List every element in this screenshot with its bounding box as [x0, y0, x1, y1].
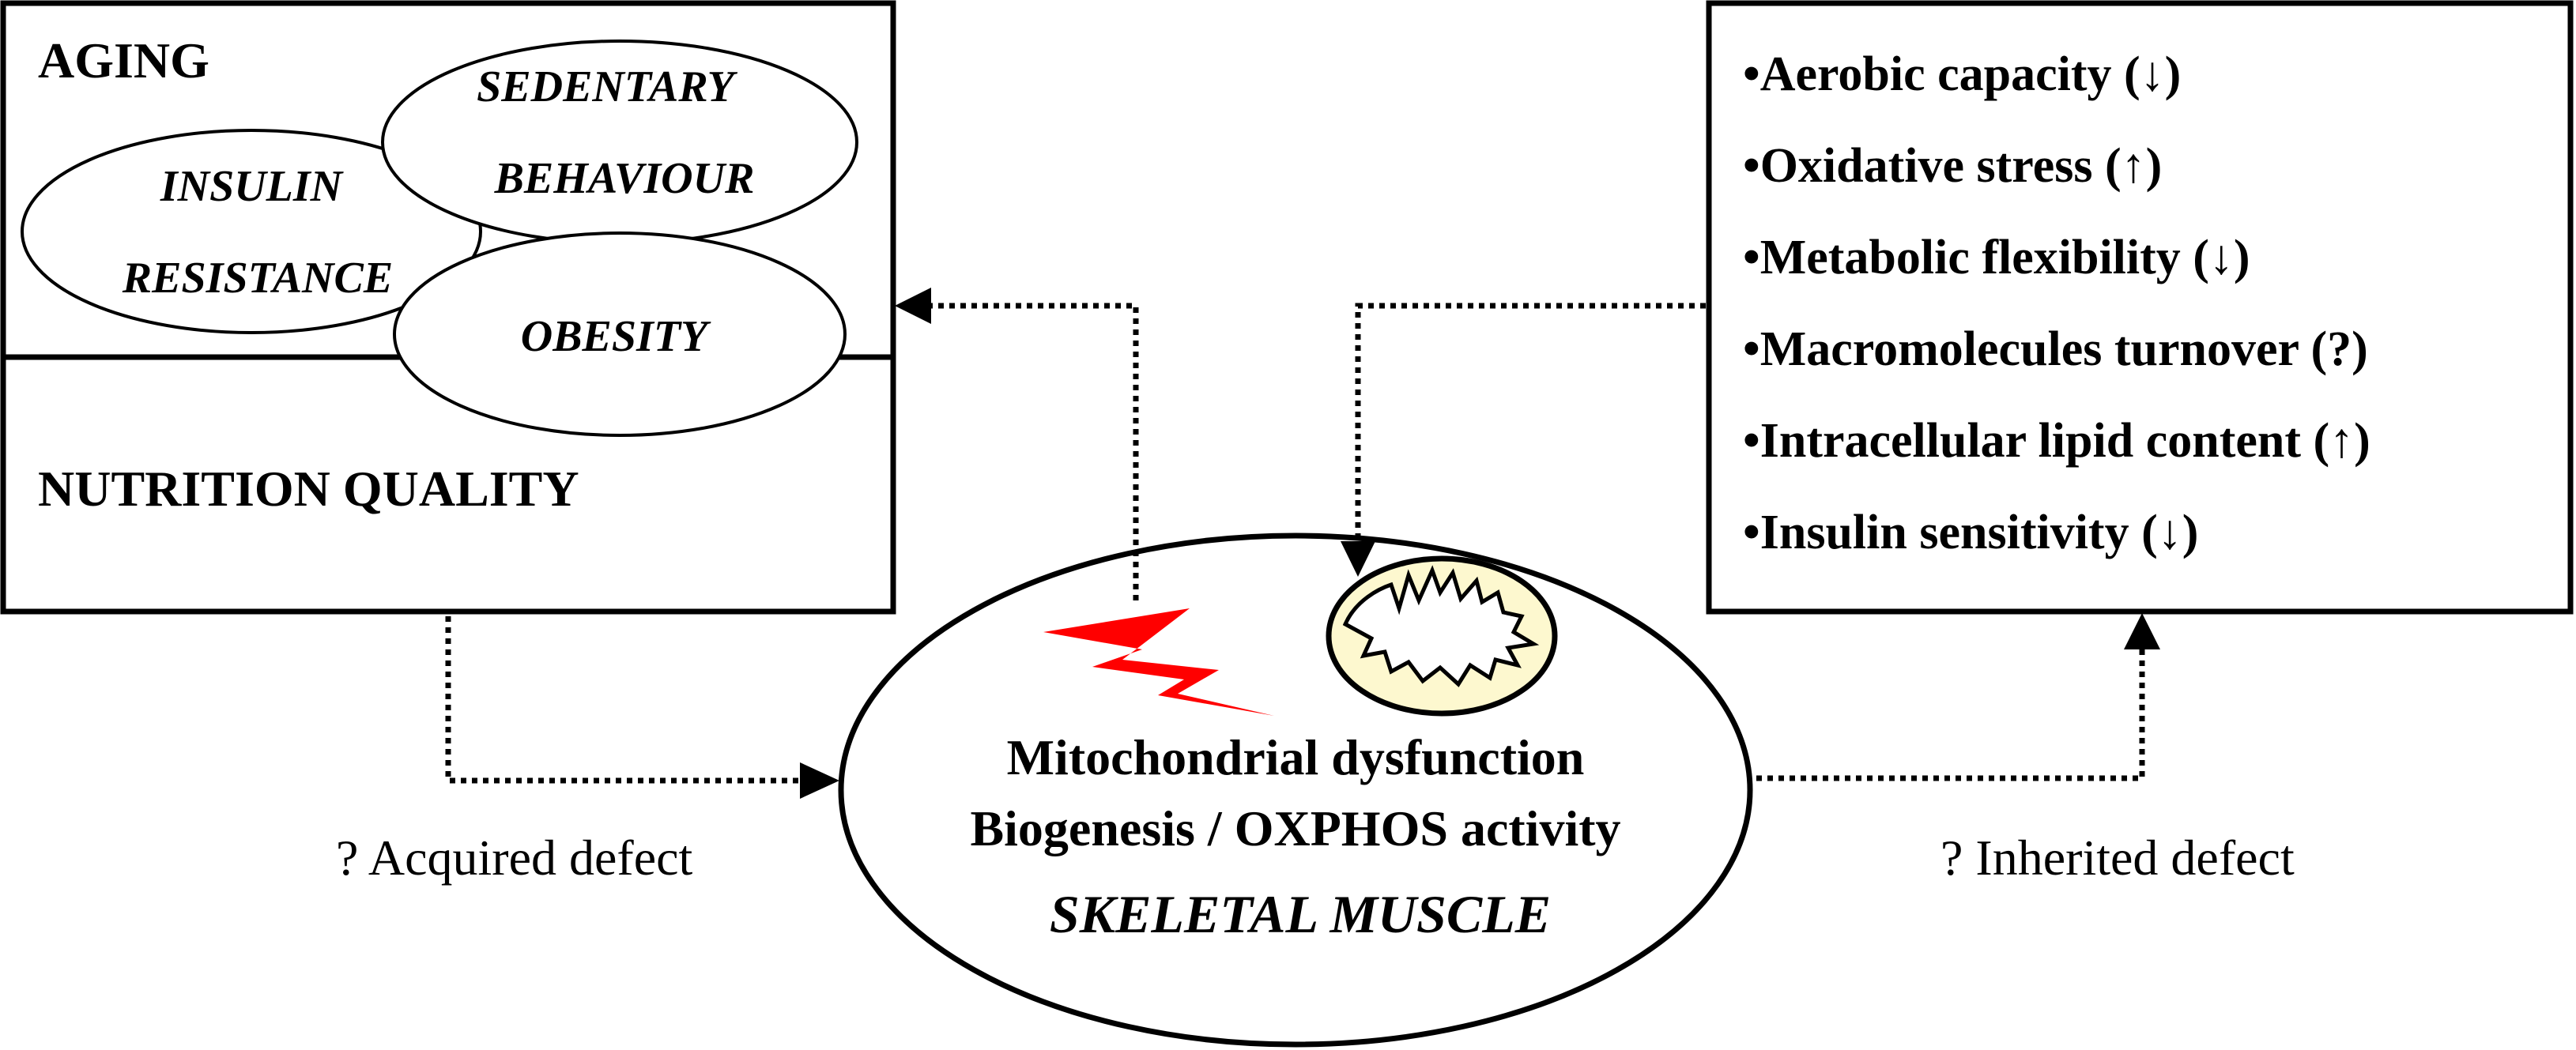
insulin-resistance-oval [21, 129, 482, 334]
left-box: AGING NUTRITION QUALITY SEDENTARY BEHAVI… [0, 0, 896, 615]
acquired-defect-arrow [445, 616, 802, 784]
sedentary-line2: BEHAVIOUR [494, 154, 755, 203]
center-line2: Biogenesis / OXPHOS activity [970, 800, 1620, 856]
obesity-label: OBESITY [521, 312, 711, 361]
skeletal-muscle-ellipse: Mitochondrial dysfunction Biogenesis / O… [838, 533, 1753, 1048]
acquired-arrowhead [800, 762, 839, 799]
mitochondrion-arrowhead [1341, 541, 1375, 577]
muscle-ellipse-outline [838, 533, 1753, 1048]
effect-item: •Metabolic flexibility (↓) [1743, 231, 2250, 284]
inherited-arrowhead [2124, 613, 2160, 649]
effect-item: •Aerobic capacity (↓) [1743, 47, 2181, 101]
feedback-arrowhead-left [895, 288, 931, 324]
effect-item: •Intracellular lipid content (↑) [1743, 414, 2370, 468]
mitochondrion-icon [1326, 555, 1558, 717]
right-box-frame [1706, 0, 2574, 615]
sedentary-line1: SEDENTARY [477, 62, 738, 111]
center-line3: SKELETAL MUSCLE [1050, 884, 1551, 944]
inherited-defect-arrow [1756, 646, 2145, 781]
effect-item: •Macromolecules turnover (?) [1743, 322, 2368, 376]
center-line1: Mitochondrial dysfunction [1007, 729, 1585, 785]
inherited-defect-label: ? Inherited defect [1940, 830, 2295, 886]
right-box: •Aerobic capacity (↓) •Oxidative stress … [1706, 0, 2574, 615]
right-box-to-mitochondrion-arrow [1355, 303, 1706, 544]
obesity-oval [393, 231, 847, 437]
lightning-bolt-icon [1043, 608, 1274, 716]
nutrition-quality-label: NUTRITION QUALITY [38, 461, 579, 517]
aging-label: AGING [38, 32, 209, 88]
effect-item: •Insulin sensitivity (↓) [1743, 506, 2198, 559]
insulin-line2: RESISTANCE [122, 254, 393, 303]
effect-item: •Oxidative stress (↑) [1743, 139, 2162, 193]
feedback-arrow-to-left [929, 303, 1139, 600]
insulin-line1: INSULIN [160, 162, 345, 211]
acquired-defect-label: ? Acquired defect [336, 830, 693, 886]
